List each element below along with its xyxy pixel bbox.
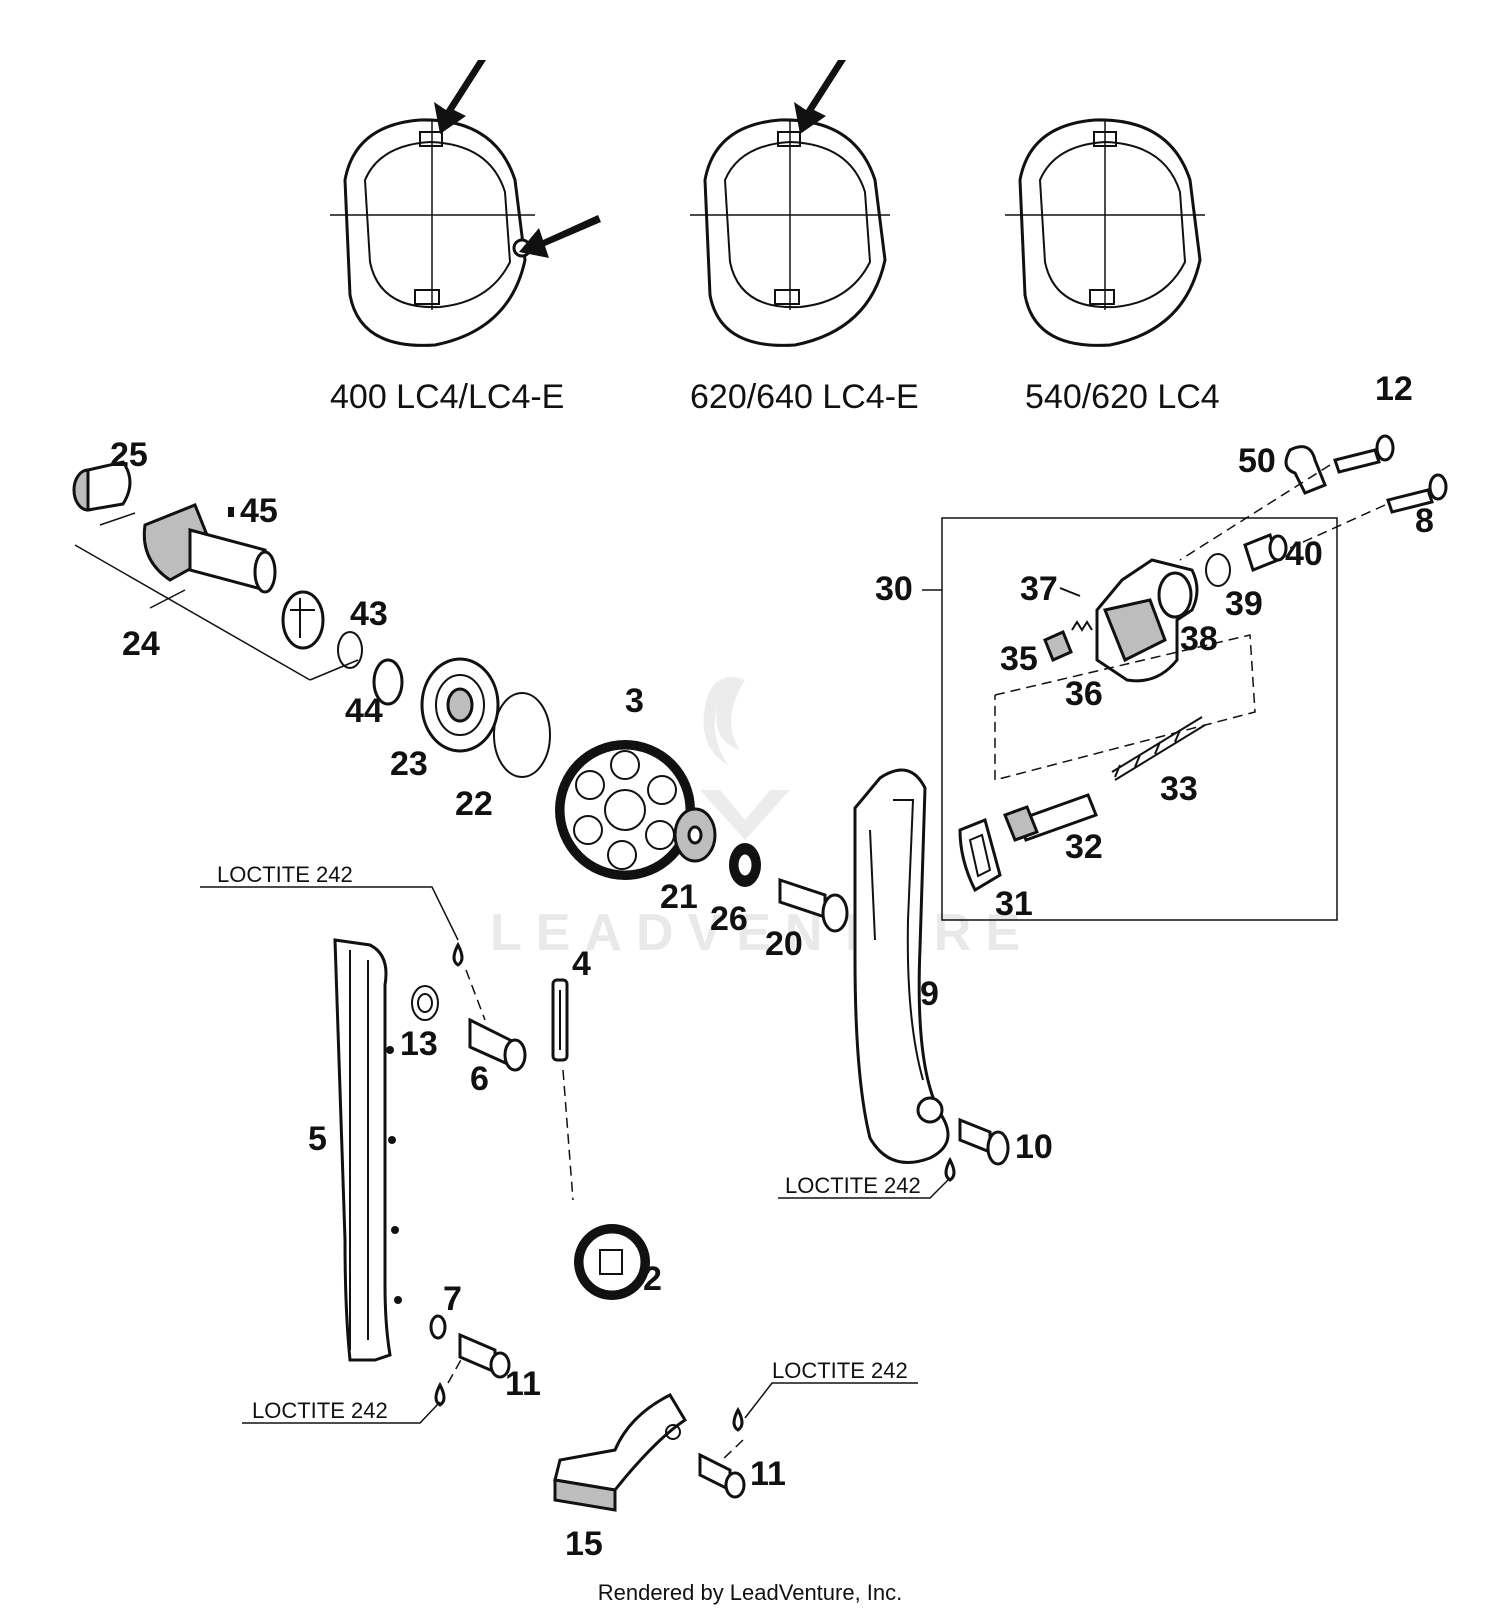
variant-label: 540/620 LC4 [1025, 378, 1220, 416]
part-number: 35 [1000, 640, 1038, 678]
cam-sprocket [555, 740, 695, 880]
variant-label: 620/640 LC4-E [690, 378, 919, 416]
variant-540-620-lc4: 540/620 LC4 [1005, 118, 1220, 416]
part-number: 30 [875, 570, 913, 608]
part-number: 44 [345, 692, 383, 730]
part-number: 4 [572, 945, 591, 983]
variant-label: 400 LC4/LC4-E [330, 378, 564, 416]
timing-chain [551, 978, 574, 1201]
small-washer [429, 1314, 447, 1340]
part-number: 3 [625, 682, 644, 720]
part-number: 8 [1415, 502, 1434, 540]
part-number: 43 [350, 595, 388, 633]
rail-bolt [958, 1117, 1010, 1166]
spring-washer [729, 843, 761, 887]
sprocket-bolt [778, 877, 849, 933]
part-number: 7 [443, 1280, 462, 1318]
part-number: 50 [1238, 442, 1276, 480]
part-number: 21 [660, 878, 698, 916]
part-number: 5 [308, 1120, 327, 1158]
part-number: 37 [1020, 570, 1058, 608]
washer [673, 807, 717, 863]
tensioner-assembly [922, 434, 1448, 921]
part-number: 39 [1225, 585, 1263, 623]
guide-bolt [458, 1332, 511, 1379]
part-number: 40 [1285, 535, 1323, 573]
variant-400-lc4: 400 LC4/LC4-E [330, 60, 601, 416]
part-number: 2 [643, 1260, 662, 1298]
part-number: 26 [710, 900, 748, 938]
part-number: 20 [765, 925, 803, 963]
camshaft-group [72, 460, 551, 778]
part-number: 13 [400, 1025, 438, 1063]
lower-guide [553, 1393, 688, 1512]
guide-washer [411, 985, 439, 1021]
variant-620-640-lc4-e: 620/640 LC4-E [690, 60, 919, 416]
part-number: 31 [995, 885, 1033, 923]
part-number: 10 [1015, 1128, 1053, 1166]
part-number: 9 [920, 975, 939, 1013]
part-number: 12 [1375, 370, 1413, 408]
part-number: 25 [110, 436, 148, 474]
part-number: 23 [390, 745, 428, 783]
part-number: 32 [1065, 828, 1103, 866]
part-number: 6 [470, 1060, 489, 1098]
crank-sprocket [574, 1224, 650, 1300]
loctite-label: LOCTITE 242 [785, 1173, 921, 1198]
watermark-text: LEADVENTURE [490, 904, 1034, 962]
loctite-label: LOCTITE 242 [772, 1358, 908, 1383]
lower-guide-bolt [698, 1452, 746, 1499]
part-number: 15 [565, 1525, 603, 1563]
part-numbers: 2 3 4 5 6 7 8 9 10 11 11 12 13 15 20 21 … [110, 370, 1434, 1563]
part-number: 36 [1065, 675, 1103, 713]
part-number: 45 [240, 492, 278, 530]
loctite-leaders [200, 886, 951, 1463]
loctite-label: LOCTITE 242 [252, 1398, 388, 1423]
part-number: 22 [455, 785, 493, 823]
loctite-drop-icon [434, 941, 956, 1432]
part-number: 38 [1180, 620, 1218, 658]
part-number: 33 [1160, 770, 1198, 808]
watermark: LEADVENTURE [490, 677, 1034, 962]
footer-credit: Rendered by LeadVenture, Inc. [598, 1580, 903, 1605]
guide-rail [333, 938, 402, 1362]
loctite-labels: LOCTITE 242 LOCTITE 242 LOCTITE 242 LOCT… [217, 862, 921, 1423]
part-number: 11 [750, 1455, 786, 1493]
tensioner-rail [853, 768, 950, 1164]
part-number: 24 [122, 625, 160, 663]
loctite-label: LOCTITE 242 [217, 862, 353, 887]
guide-pin [468, 1017, 527, 1072]
part-number: 11 [505, 1365, 541, 1403]
